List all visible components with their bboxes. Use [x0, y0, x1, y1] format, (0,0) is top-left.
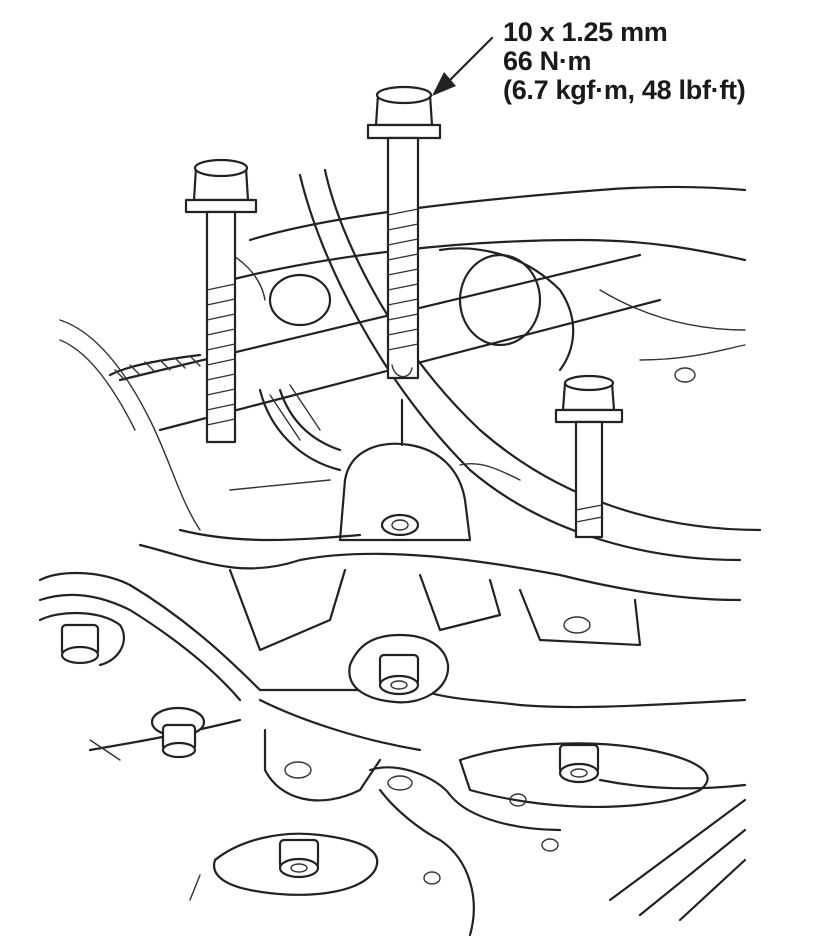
collar-left — [38, 612, 126, 667]
torque-imperial-label: (6.7 kgf·m, 48 lbf·ft) — [503, 75, 746, 105]
collar-right — [558, 743, 600, 784]
collar-bottom — [212, 832, 379, 896]
collar-center-lower — [348, 633, 450, 704]
bolt-left — [184, 158, 258, 444]
subframe-plate — [38, 528, 747, 937]
torque-nm-label: 66 N·m — [503, 46, 592, 76]
misc-edges — [59, 319, 521, 901]
bolt-center — [366, 85, 442, 380]
leader-arrow — [432, 36, 494, 96]
center-boss — [338, 398, 472, 542]
mount-body — [108, 247, 696, 472]
bolt-right — [554, 374, 624, 539]
torque-spec-callout: 10 x 1.25 mm 66 N·m (6.7 kgf·m, 48 lbf·f… — [503, 17, 746, 105]
bolt-size-label: 10 x 1.25 mm — [503, 17, 668, 47]
collar-left-lower — [150, 706, 206, 759]
